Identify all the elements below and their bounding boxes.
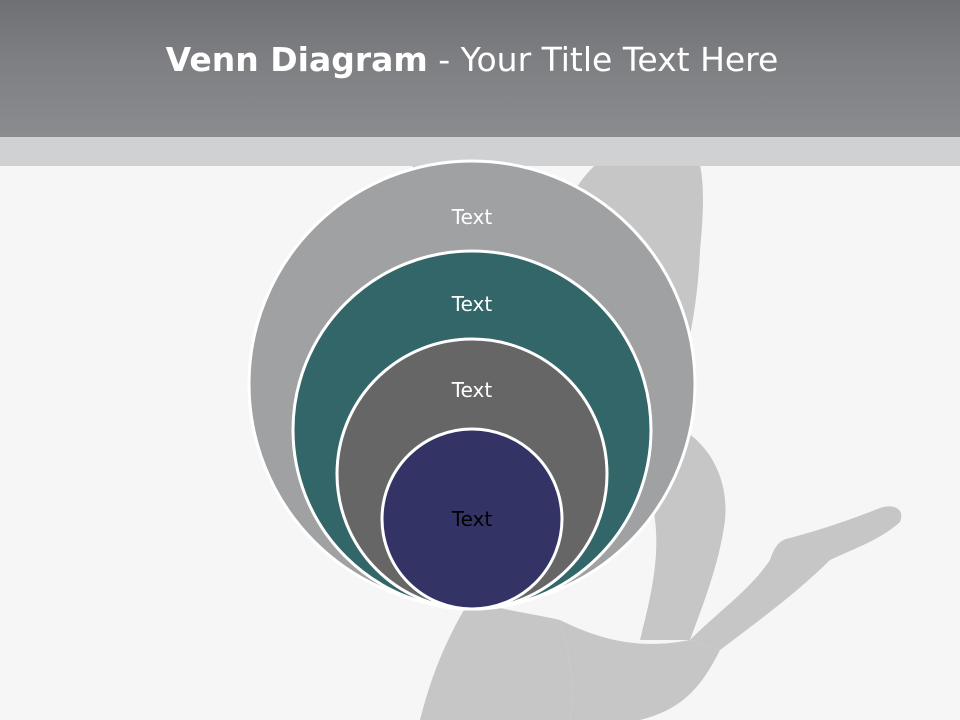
slide-title-rest: - Your Title Text Here <box>427 40 779 79</box>
venn-layer-3-label: Text <box>451 378 493 402</box>
venn-layer-4-label: Text <box>451 507 493 531</box>
venn-layer-2-label: Text <box>451 292 493 316</box>
slide-title: Venn Diagram - Your Title Text Here <box>0 40 944 79</box>
venn-layer-1-label: Text <box>451 205 493 229</box>
title-bar <box>0 0 960 137</box>
slide-title-bold: Venn Diagram <box>165 40 428 79</box>
venn-layer-4 <box>380 427 564 611</box>
